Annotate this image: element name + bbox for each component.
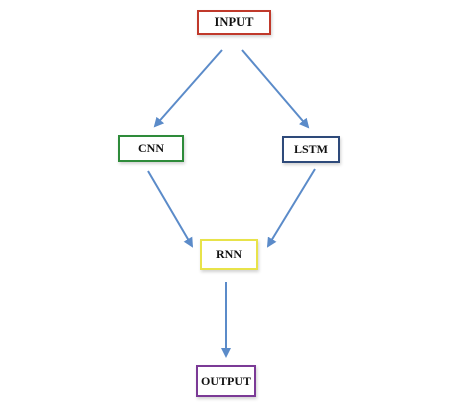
arrow-input-to-lstm [241, 49, 310, 129]
input-node: INPUT [197, 10, 271, 35]
cnn-node: CNN [118, 135, 184, 162]
lstm-node: LSTM [282, 136, 340, 163]
arrow-lstm-to-rnn [266, 168, 316, 248]
arrow-cnn-to-rnn [147, 170, 194, 248]
arrow-input-to-cnn [153, 49, 223, 128]
cnn-node-label: CNN [138, 141, 164, 155]
rnn-node-label: RNN [216, 247, 242, 261]
lstm-node-label: LSTM [293, 142, 328, 156]
input-node-label: INPUT [214, 15, 254, 29]
rnn-node: RNN [200, 239, 258, 270]
output-node: OUTPUT [196, 365, 256, 397]
output-node-label: OUTPUT [200, 373, 251, 388]
